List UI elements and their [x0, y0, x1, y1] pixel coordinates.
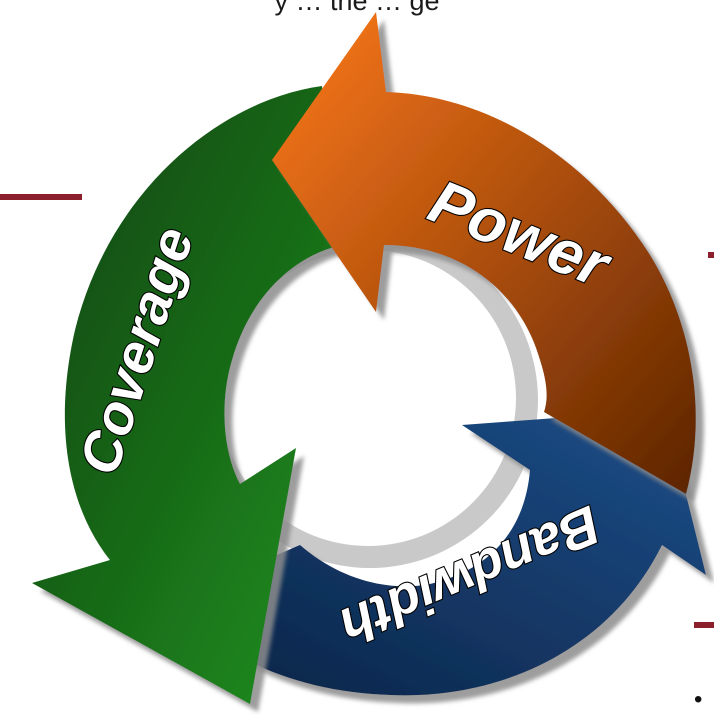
accent-rule-right-bottom [694, 622, 714, 628]
header-text-fragment: y … the … ge [274, 0, 440, 16]
hub [220, 250, 516, 546]
power-arrow [272, 12, 696, 494]
accent-rule-right-top [708, 252, 714, 258]
coverage-arrow [32, 86, 338, 704]
accent-rule-left [0, 194, 82, 200]
bullet-marker: • [694, 686, 703, 713]
bandwidth-arrow [172, 410, 706, 696]
